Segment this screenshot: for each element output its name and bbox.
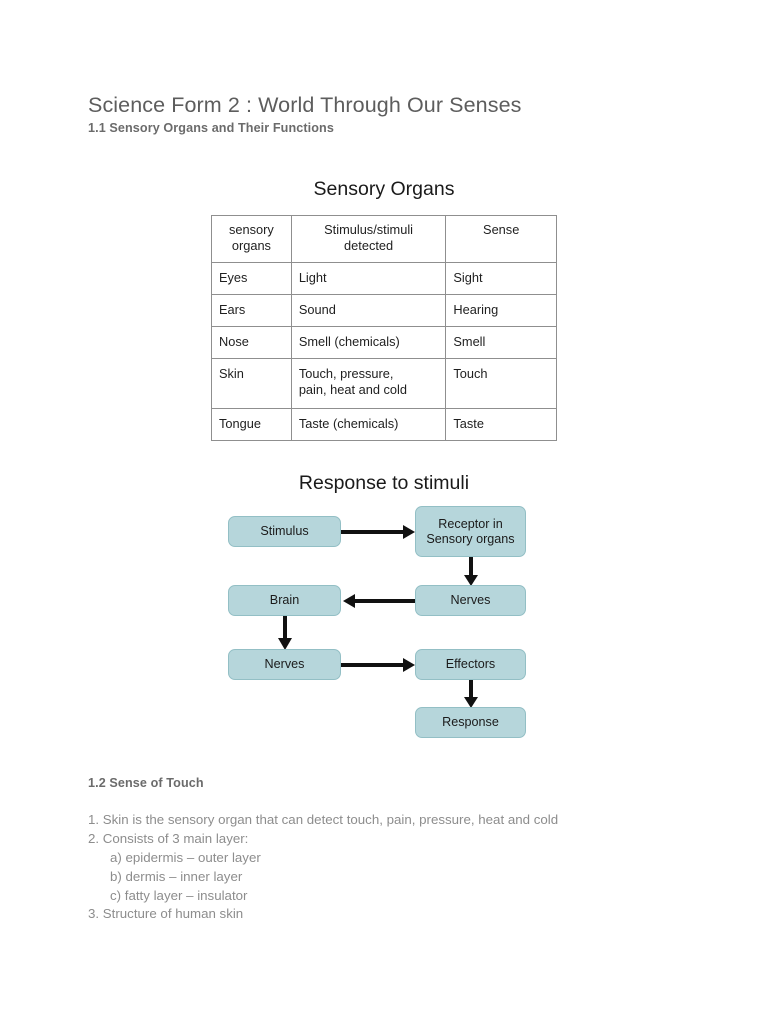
page-title: Science Form 2 : World Through Our Sense…: [88, 93, 522, 117]
cell-sense: Sight: [445, 261, 557, 295]
flow-node-label: Brain: [269, 593, 300, 608]
table-row: Tongue Taste (chemicals) Taste: [211, 407, 557, 441]
table-row: Eyes Light Sight: [211, 261, 557, 295]
table-header-cell-sense: Sense: [445, 215, 557, 263]
cell-sense: Taste: [445, 407, 557, 441]
sensory-table-caption: Sensory Organs: [313, 178, 455, 200]
arrow-brain-to-nerves: [278, 615, 292, 650]
note-line: b) dermis – inner layer: [110, 868, 243, 884]
table-header-cell-organs: sensory organs: [211, 215, 292, 263]
cell-stimulus: Sound: [290, 293, 447, 327]
flow-node-label: Effectors: [445, 657, 496, 672]
cell-organ: Skin: [211, 357, 292, 409]
flow-node-label: Nerves: [264, 657, 305, 672]
cell-stimulus: Light: [290, 261, 447, 295]
flow-node-label: Response: [442, 715, 499, 730]
cell-sense: Hearing: [445, 293, 557, 327]
cell-organ: Ears: [211, 293, 292, 327]
flow-node-receptor[interactable]: Receptor in Sensory organs: [415, 506, 526, 557]
note-line: 3. Structure of human skin: [88, 906, 244, 922]
arrow-nerves-to-effectors: [341, 658, 415, 672]
flow-node-nerves-sensory[interactable]: Nerves: [415, 585, 526, 616]
table-row: Skin Touch, pressure, pain, heat and col…: [211, 357, 557, 409]
cell-sense: Touch: [445, 357, 557, 409]
header-line: Sense: [483, 222, 520, 237]
cell-organ: Eyes: [211, 261, 292, 295]
section-heading-1-2: 1.2 Sense of Touch: [88, 776, 204, 790]
table-header-cell-stimulus: Stimulus/stimuli detected: [290, 215, 447, 263]
arrow-receptor-to-nerves: [464, 555, 478, 586]
flowchart-caption: Response to stimuli: [298, 472, 470, 494]
flow-node-label: Receptor in: [438, 516, 503, 531]
cell-stimulus: Touch, pressure, pain, heat and cold: [290, 357, 447, 409]
arrow-nerves-to-brain: [343, 594, 417, 608]
note-line: 2. Consists of 3 main layer:: [88, 830, 249, 846]
header-line: detected: [344, 237, 394, 253]
note-line: c) fatty layer – insulator: [110, 887, 248, 903]
header-line: organs: [231, 237, 271, 253]
cell-stimulus: Taste (chemicals): [290, 407, 447, 441]
note-line: 1. Skin is the sensory organ that can de…: [88, 812, 559, 827]
section-heading-1-1: 1.1 Sensory Organs and Their Functions: [88, 121, 334, 135]
sense-of-touch-notes: 1. Skin is the sensory organ that can de…: [88, 811, 688, 924]
flow-node-effectors[interactable]: Effectors: [415, 649, 526, 680]
cell-line: Touch, pressure,: [298, 365, 394, 381]
flow-node-label: Stimulus: [260, 524, 309, 539]
arrow-effectors-to-response: [464, 678, 478, 708]
flow-node-response[interactable]: Response: [415, 707, 526, 738]
arrow-stimulus-to-receptor: [341, 525, 415, 539]
header-line: sensory: [229, 222, 274, 237]
table-row: Nose Smell (chemicals) Smell: [211, 325, 557, 359]
cell-sense: Smell: [445, 325, 557, 359]
cell-organ: Nose: [211, 325, 292, 359]
note-line: a) epidermis – outer layer: [110, 849, 261, 865]
table-row: Ears Sound Hearing: [211, 293, 557, 327]
cell-stimulus: Smell (chemicals): [290, 325, 447, 359]
cell-organ: Tongue: [211, 407, 292, 441]
table-header-row: sensory organs Stimulus/stimuli detected…: [211, 215, 557, 263]
flow-node-stimulus[interactable]: Stimulus: [228, 516, 341, 547]
response-to-stimuli-flowchart: Stimulus Receptor in Sensory organs Nerv…: [0, 500, 768, 750]
flow-node-label: Sensory organs: [426, 531, 515, 546]
sensory-organs-table: sensory organs Stimulus/stimuli detected…: [211, 215, 557, 441]
flow-node-nerves-motor[interactable]: Nerves: [228, 649, 341, 680]
header-line: Stimulus/stimuli: [324, 222, 414, 237]
flow-node-brain[interactable]: Brain: [228, 585, 341, 616]
cell-line: pain, heat and cold: [298, 381, 407, 397]
flow-node-label: Nerves: [450, 593, 491, 608]
